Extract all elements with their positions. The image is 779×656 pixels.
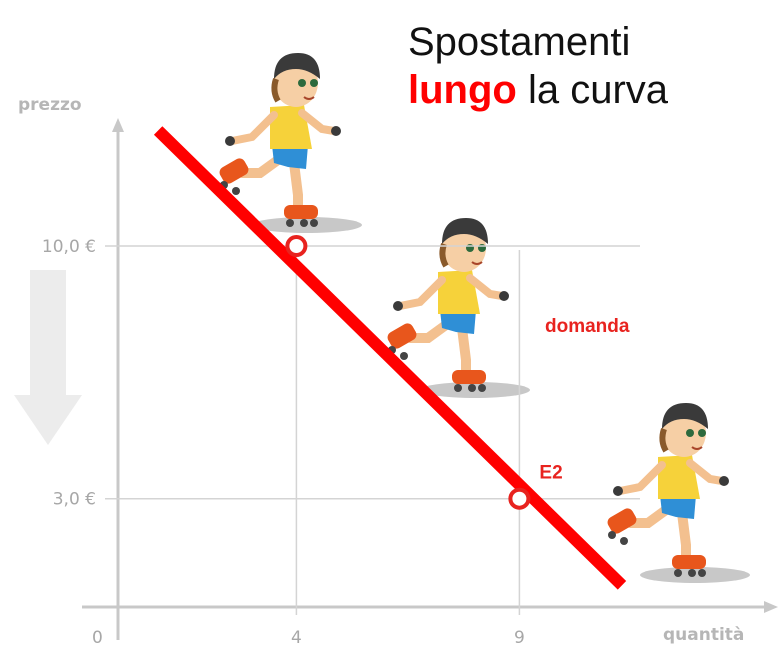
skater-3-icon [605,403,750,583]
equilibrium-point-label: E2 [539,463,562,484]
headline-line1: Spostamenti [408,20,631,64]
chart-layer: 10,0 € 3,0 € 4 9 E2 [42,118,778,648]
x-tick-label: 9 [514,628,525,648]
curve-label: domanda [545,316,630,337]
x-tick-label: 4 [291,628,302,648]
headline-rest: la curva [516,68,669,112]
headline-line2: lungo la curva [408,66,668,114]
demand-curve [153,126,627,590]
y-axis-label: prezzo [18,95,82,115]
y-axis-arrowhead [112,118,124,132]
equilibrium-point [508,487,531,510]
price-down-arrow-icon [14,270,82,445]
headline: Spostamenti lungo la curva [408,18,668,114]
x-axis-label: quantità [663,625,744,645]
equilibrium-point [285,235,308,257]
headline-highlight: lungo [408,68,517,112]
y-tick-label: 3,0 € [53,490,96,510]
y-tick-label: 10,0 € [42,237,96,257]
origin-label: 0 [92,628,103,648]
x-axis-arrowhead [764,601,778,613]
